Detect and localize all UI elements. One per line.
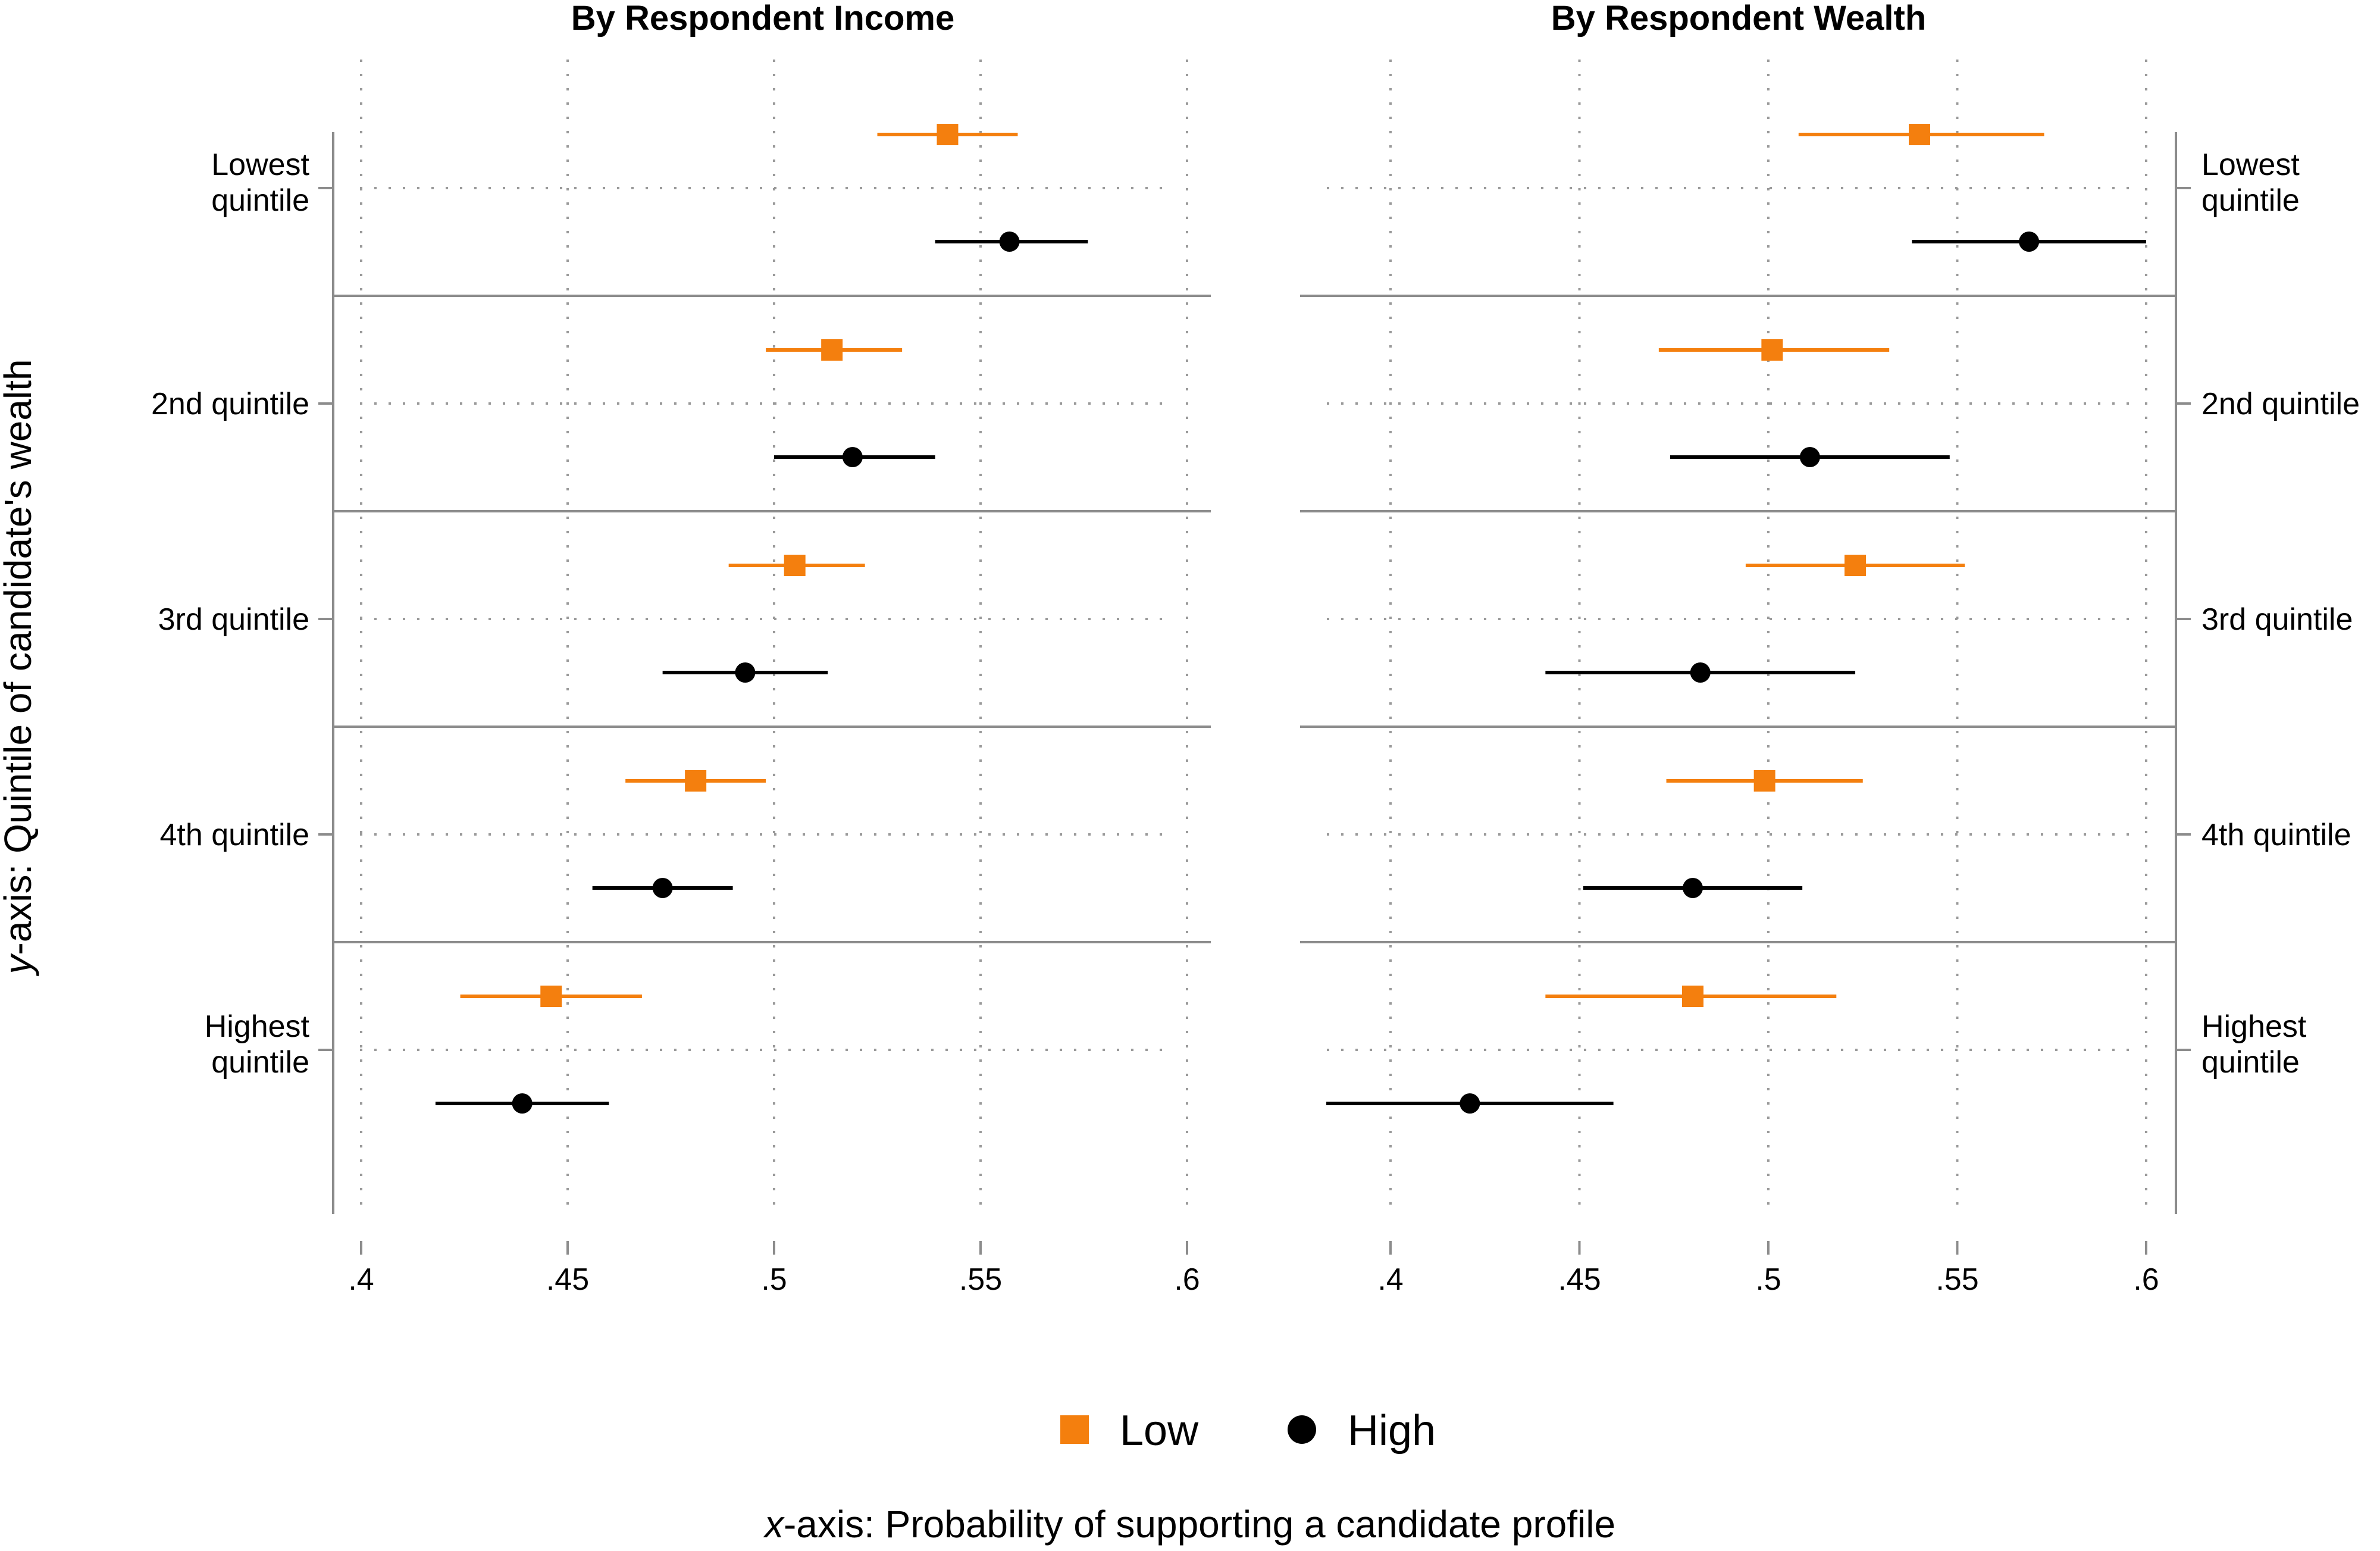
category-label: 3rd quintile (2202, 602, 2353, 637)
x-tick-label: .45 (1558, 1262, 1601, 1297)
x-axis-title-prefix: x (763, 1503, 785, 1546)
y-axis-title-rest: -axis: Quintile of candidate's wealth (0, 359, 39, 955)
marker-high-2nd-quintile (842, 447, 863, 467)
category-label-line: quintile (211, 183, 309, 218)
category-label-line: Highest (2202, 1009, 2307, 1044)
category-label: 4th quintile (159, 818, 309, 852)
category-label: 2nd quintile (151, 387, 309, 421)
marker-low-3rd-quintile (1844, 555, 1867, 576)
marker-low-4th-quintile (685, 770, 707, 792)
category-label-line: 2nd quintile (151, 387, 309, 421)
category-label-line: 4th quintile (159, 818, 309, 852)
category-label-line: 4th quintile (2202, 818, 2351, 852)
marker-high-highest-quintile (1460, 1093, 1480, 1114)
x-axis-title: x-axis: Probability of supporting a cand… (763, 1503, 1615, 1546)
category-label-line: quintile (2202, 183, 2300, 218)
category-label-line: quintile (2202, 1045, 2300, 1080)
marker-high-highest-quintile (512, 1093, 533, 1114)
x-tick-label: .5 (761, 1262, 787, 1297)
marker-low-lowest-quintile (937, 124, 959, 145)
panel-title: By Respondent Wealth (1551, 0, 1927, 37)
category-label: 4th quintile (2202, 818, 2351, 852)
marker-high-lowest-quintile (999, 232, 1020, 252)
marker-high-3rd-quintile (1690, 662, 1711, 683)
x-tick-label: .55 (1936, 1262, 1978, 1297)
category-label-line: Lowest (211, 148, 309, 182)
marker-low-2nd-quintile (821, 339, 843, 361)
x-tick-label: .45 (546, 1262, 589, 1297)
x-tick-label: .6 (1174, 1262, 1200, 1297)
x-tick-label: .55 (959, 1262, 1002, 1297)
category-label-line: 3rd quintile (2202, 602, 2353, 637)
category-label: 2nd quintile (2202, 387, 2360, 421)
legend-label-high: High (1348, 1407, 1436, 1455)
marker-low-4th-quintile (1753, 770, 1775, 792)
y-axis-title-prefix: y (0, 953, 39, 977)
marker-high-lowest-quintile (2019, 232, 2040, 252)
y-axis-title: y-axis: Quintile of candidate's wealth (0, 359, 39, 976)
marker-low-lowest-quintile (1909, 124, 1930, 145)
category-label: 3rd quintile (158, 602, 309, 637)
marker-high-4th-quintile (652, 878, 673, 898)
legend: Low High (1060, 1407, 1436, 1455)
marker-high-3rd-quintile (735, 662, 756, 683)
panel-title: By Respondent Income (571, 0, 955, 37)
x-tick-label: .6 (2133, 1262, 2159, 1297)
x-axis-title-rest: -axis: Probability of supporting a candi… (784, 1503, 1615, 1546)
marker-low-highest-quintile (540, 986, 562, 1007)
category-label-line: 2nd quintile (2202, 387, 2360, 421)
marker-high-2nd-quintile (1799, 447, 1820, 467)
marker-low-2nd-quintile (1761, 339, 1783, 361)
legend-label-low: Low (1120, 1407, 1199, 1455)
category-label-line: quintile (211, 1045, 309, 1080)
legend-marker-low (1060, 1415, 1089, 1444)
legend-marker-high (1288, 1415, 1316, 1444)
x-tick-label: .5 (1755, 1262, 1781, 1297)
x-tick-label: .4 (348, 1262, 374, 1297)
category-label-line: Lowest (2202, 148, 2300, 182)
marker-low-highest-quintile (1682, 986, 1703, 1007)
category-label-line: 3rd quintile (158, 602, 309, 637)
marker-high-4th-quintile (1683, 878, 1703, 898)
marker-low-3rd-quintile (784, 555, 806, 576)
x-tick-label: .4 (1377, 1262, 1403, 1297)
category-label-line: Highest (205, 1009, 310, 1044)
